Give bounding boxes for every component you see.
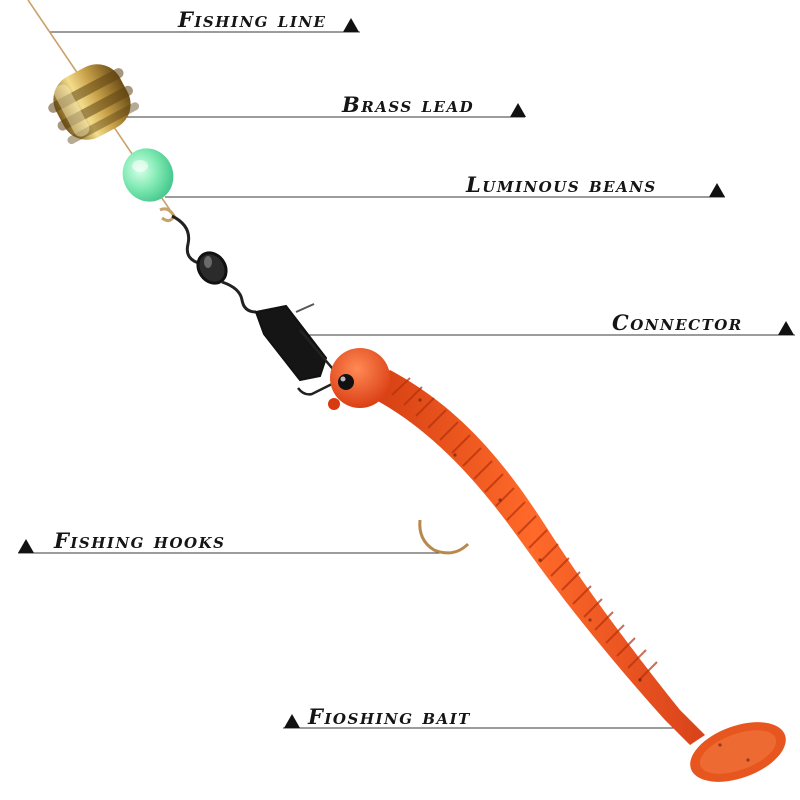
label-fishing-line: Fishing line xyxy=(178,7,327,32)
knot xyxy=(159,207,176,223)
luminous-bead xyxy=(122,148,174,202)
label-fishing-bait: Fioshing bait xyxy=(308,704,471,729)
leader-lines xyxy=(18,31,795,729)
label-fishing-hooks: Fishing hooks xyxy=(54,528,226,553)
triangle-up-icon xyxy=(510,103,526,117)
label-brass-lead: Brass lead xyxy=(342,92,475,117)
triangle-up-icon xyxy=(284,714,300,728)
jig-head xyxy=(330,348,390,408)
triangle-up-icon xyxy=(709,183,725,197)
triangle-up-icon xyxy=(343,18,359,32)
jig-eye xyxy=(338,374,354,390)
brass-lead xyxy=(48,64,140,145)
soft-bait xyxy=(360,370,786,782)
swivel-connector xyxy=(171,214,337,396)
fishing-hook xyxy=(418,519,470,555)
pointer-triangles xyxy=(18,18,794,728)
triangle-up-icon xyxy=(18,539,34,553)
label-connector: Connector xyxy=(612,310,743,335)
label-luminous-beans: Luminous beans xyxy=(466,172,657,197)
triangle-up-icon xyxy=(778,321,794,335)
